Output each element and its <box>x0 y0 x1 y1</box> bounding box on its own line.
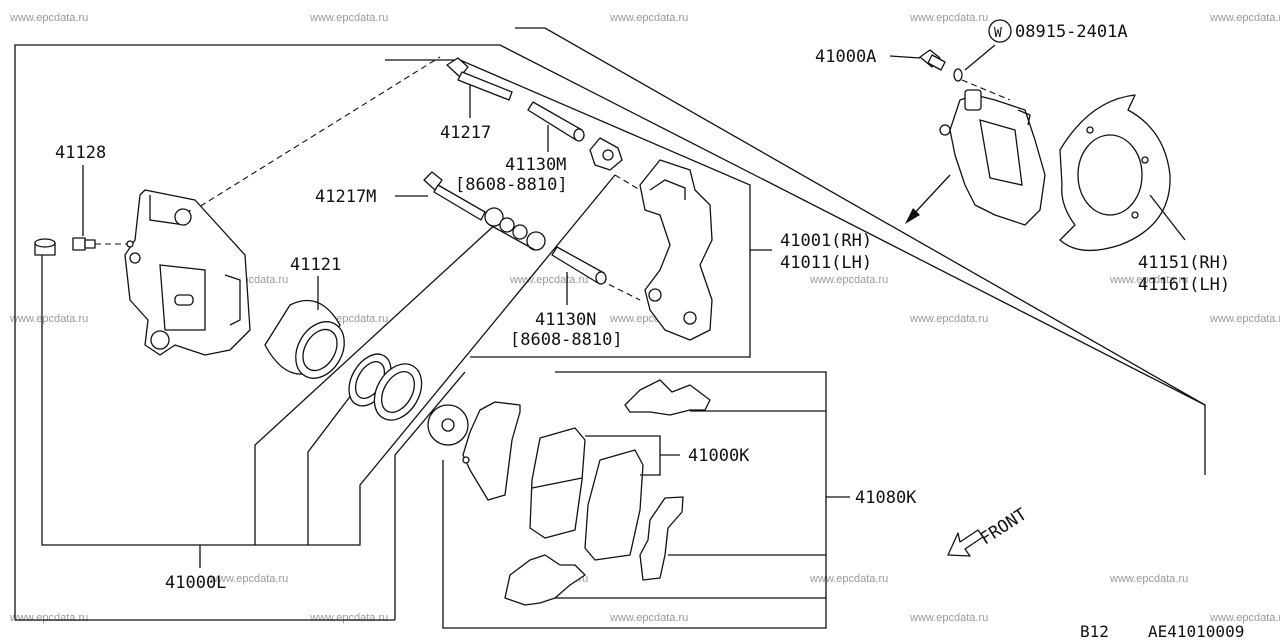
watermark: www.epcdata.ru <box>909 12 988 24</box>
caliper-support-bracket <box>639 159 713 341</box>
watermark: www.epcdata.ru <box>509 274 588 286</box>
watermark: www.epcdata.ru <box>1109 573 1188 585</box>
label-41217m: 41217M <box>315 187 376 207</box>
washer-mark: W <box>994 26 1002 41</box>
brake-pad-inner <box>529 427 586 539</box>
boot-guide-line <box>614 174 641 191</box>
label-41080k: 41080K <box>855 488 917 508</box>
label-41130m: 41130M <box>505 155 566 175</box>
caliper-body <box>124 189 251 356</box>
slide-pin-41130m <box>527 101 585 142</box>
front-direction-arrow <box>947 529 984 557</box>
label-41000k: 41000K <box>688 446 750 466</box>
label-41000a: 41000A <box>815 47 876 67</box>
pin-boot-upper <box>589 137 623 171</box>
slide-pin-41130n <box>551 246 607 285</box>
watermark: www.epcdata.ru <box>1209 313 1280 325</box>
bleeder-screw-and-cap <box>34 237 134 256</box>
label-front: FRONT <box>977 505 1031 550</box>
pin-bolt-41217m <box>423 171 486 221</box>
watermark: www.epcdata.ru <box>309 12 388 24</box>
leader-41000l-bracket <box>41 174 616 546</box>
watermark: www.epcdata.ru <box>1209 612 1280 624</box>
leader-41000l-seal <box>307 389 356 545</box>
caliper-assembly-right <box>939 89 1046 226</box>
watermark: www.epcdata.ru <box>909 612 988 624</box>
label-41001: 41001(RH) <box>780 231 872 251</box>
disc-shield-frame-line <box>515 27 1206 406</box>
watermark: www.epcdata.ru <box>9 12 88 24</box>
right-assembly-guide <box>961 79 1011 101</box>
leader-41151 <box>1149 194 1186 241</box>
watermark: www.epcdata.ru <box>309 612 388 624</box>
watermark: www.epcdata.ru <box>9 313 88 325</box>
watermark: www.epcdata.ru <box>809 274 888 286</box>
leader-41000a <box>889 55 921 59</box>
pad-kit-box <box>442 371 827 629</box>
assembly-guide-line <box>174 56 441 223</box>
watermark: www.epcdata.ru <box>209 573 288 585</box>
label-41000l: 41000L <box>165 573 226 593</box>
label-41130m-range: [8608-8810] <box>455 175 568 195</box>
assembly-direction-arrow <box>905 174 951 224</box>
label-41130n-range: [8608-8810] <box>510 330 623 350</box>
label-08915: 08915-2401A <box>1015 22 1128 42</box>
label-41128: 41128 <box>55 143 106 163</box>
anti-squeal-shim-outer <box>462 401 521 501</box>
splash-shield <box>1059 94 1171 252</box>
watermark: www.epcdata.ru <box>9 612 88 624</box>
label-41161: 41161(LH) <box>1138 275 1230 295</box>
watermark: www.epcdata.ru <box>809 573 888 585</box>
frame-link-line <box>394 371 466 620</box>
mounting-bolt-41000a <box>919 49 946 71</box>
pad-retainer-clip-upper <box>624 379 711 416</box>
watermark: www.epcdata.ru <box>609 612 688 624</box>
washer <box>953 68 963 82</box>
diagram-code: AE41010009 <box>1148 622 1244 640</box>
pad-wear-indicator <box>639 496 684 581</box>
label-41151: 41151(RH) <box>1138 253 1230 273</box>
page-code: B12 <box>1080 622 1109 640</box>
main-frame-line <box>14 44 1206 620</box>
pin-bolt-41217 <box>446 57 513 101</box>
pad-shim-plate <box>427 404 469 446</box>
watermark: www.epcdata.ru <box>909 313 988 325</box>
leader-41000l-mid <box>254 221 499 545</box>
watermark: www.epcdata.ru <box>1209 12 1280 24</box>
pad-retainer-clip-lower <box>504 554 586 606</box>
label-41011: 41011(LH) <box>780 253 872 273</box>
brake-pad-outer <box>584 449 644 561</box>
label-41121: 41121 <box>290 255 341 275</box>
frame-lines <box>14 27 1206 629</box>
watermark: www.epcdata.ru <box>1109 274 1188 286</box>
piston-seal-and-boot <box>348 353 423 421</box>
piston <box>264 299 345 379</box>
label-41217: 41217 <box>440 123 491 143</box>
bracket-box-line <box>385 59 751 358</box>
label-41130n: 41130N <box>535 310 596 330</box>
watermarks: www.epcdata.ru www.epcdata.ru www.epcdat… <box>9 12 1280 624</box>
leader-washer <box>964 44 996 71</box>
washer-mark-circle <box>988 19 1012 43</box>
pin-boot-lower <box>484 207 546 251</box>
pin-guide-line <box>599 279 641 301</box>
watermark: www.epcdata.ru <box>609 12 688 24</box>
